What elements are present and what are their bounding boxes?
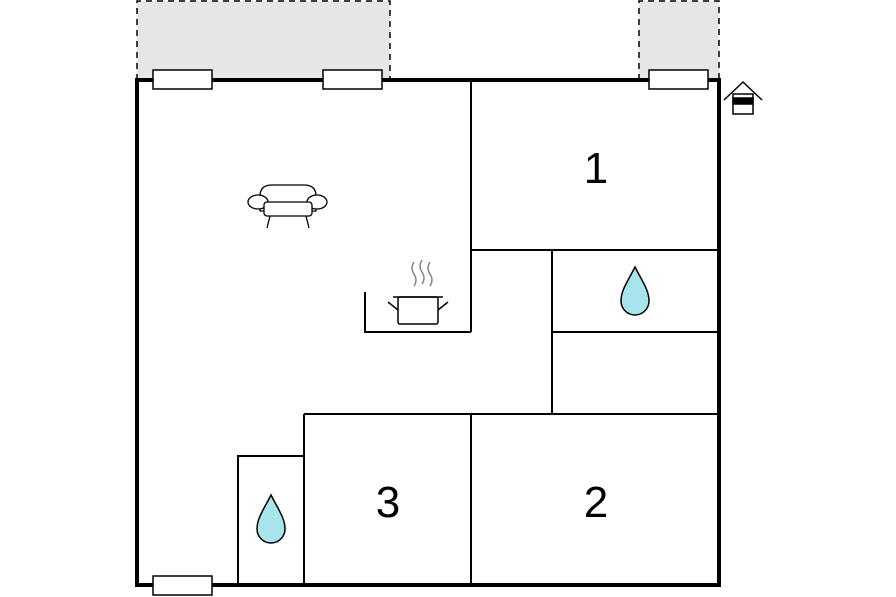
kitchen-counter (364, 292, 471, 333)
terraces (136, 0, 720, 80)
interior-walls (237, 80, 719, 585)
room-number-3: 3 (376, 478, 400, 527)
water-drop-icon (620, 265, 650, 316)
window (322, 69, 383, 90)
sofa-icon (247, 184, 328, 229)
room-number-1: 1 (584, 144, 608, 193)
cooking-pot-icon (387, 259, 449, 325)
room-number-2: 2 (584, 478, 608, 527)
terrace-right (638, 0, 720, 80)
window (152, 575, 213, 596)
windows (152, 69, 709, 596)
house-entrance-icon (723, 80, 763, 115)
wall-wc (237, 455, 304, 585)
window (648, 69, 709, 90)
terrace-left (136, 0, 391, 80)
window (152, 69, 213, 90)
water-drop-icon (256, 493, 286, 544)
